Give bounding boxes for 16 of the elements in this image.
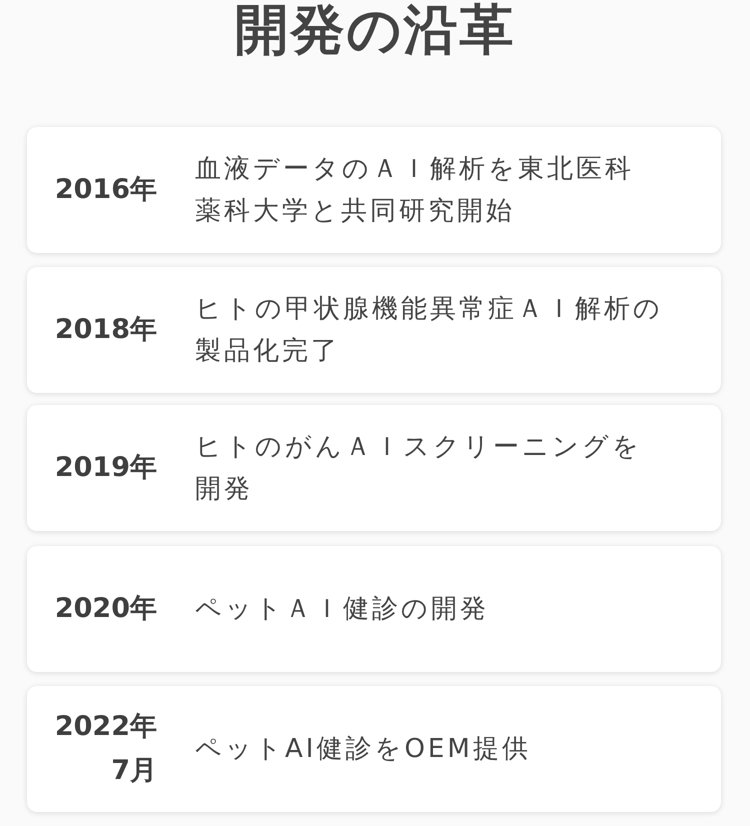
- year-label: 2016年: [54, 173, 157, 207]
- year-label: 2022年7月: [54, 710, 157, 788]
- page-title: 開発の沿革: [234, 0, 516, 60]
- event-description: 血液データのＡＩ解析を東北医科薬科大学と共同研究開始: [195, 153, 635, 228]
- year-label: 2018年: [54, 313, 157, 347]
- event-description: ヒトの甲状腺機能異常症ＡＩ解析の製品化完了: [195, 293, 664, 368]
- event-description: ペットＡＩ健診の開発: [195, 593, 490, 626]
- event-description: ヒトのがんＡＩスクリーニングを開発: [195, 431, 643, 506]
- timeline-card: [27, 267, 721, 393]
- timeline-card: [27, 546, 721, 672]
- timeline-card: [27, 405, 721, 531]
- timeline-card: [27, 686, 721, 812]
- event-description: ペットAI健診をOEM提供: [195, 733, 532, 766]
- timeline-card: [27, 127, 721, 253]
- year-label: 2020年: [54, 592, 157, 626]
- year-label: 2019年: [54, 451, 157, 485]
